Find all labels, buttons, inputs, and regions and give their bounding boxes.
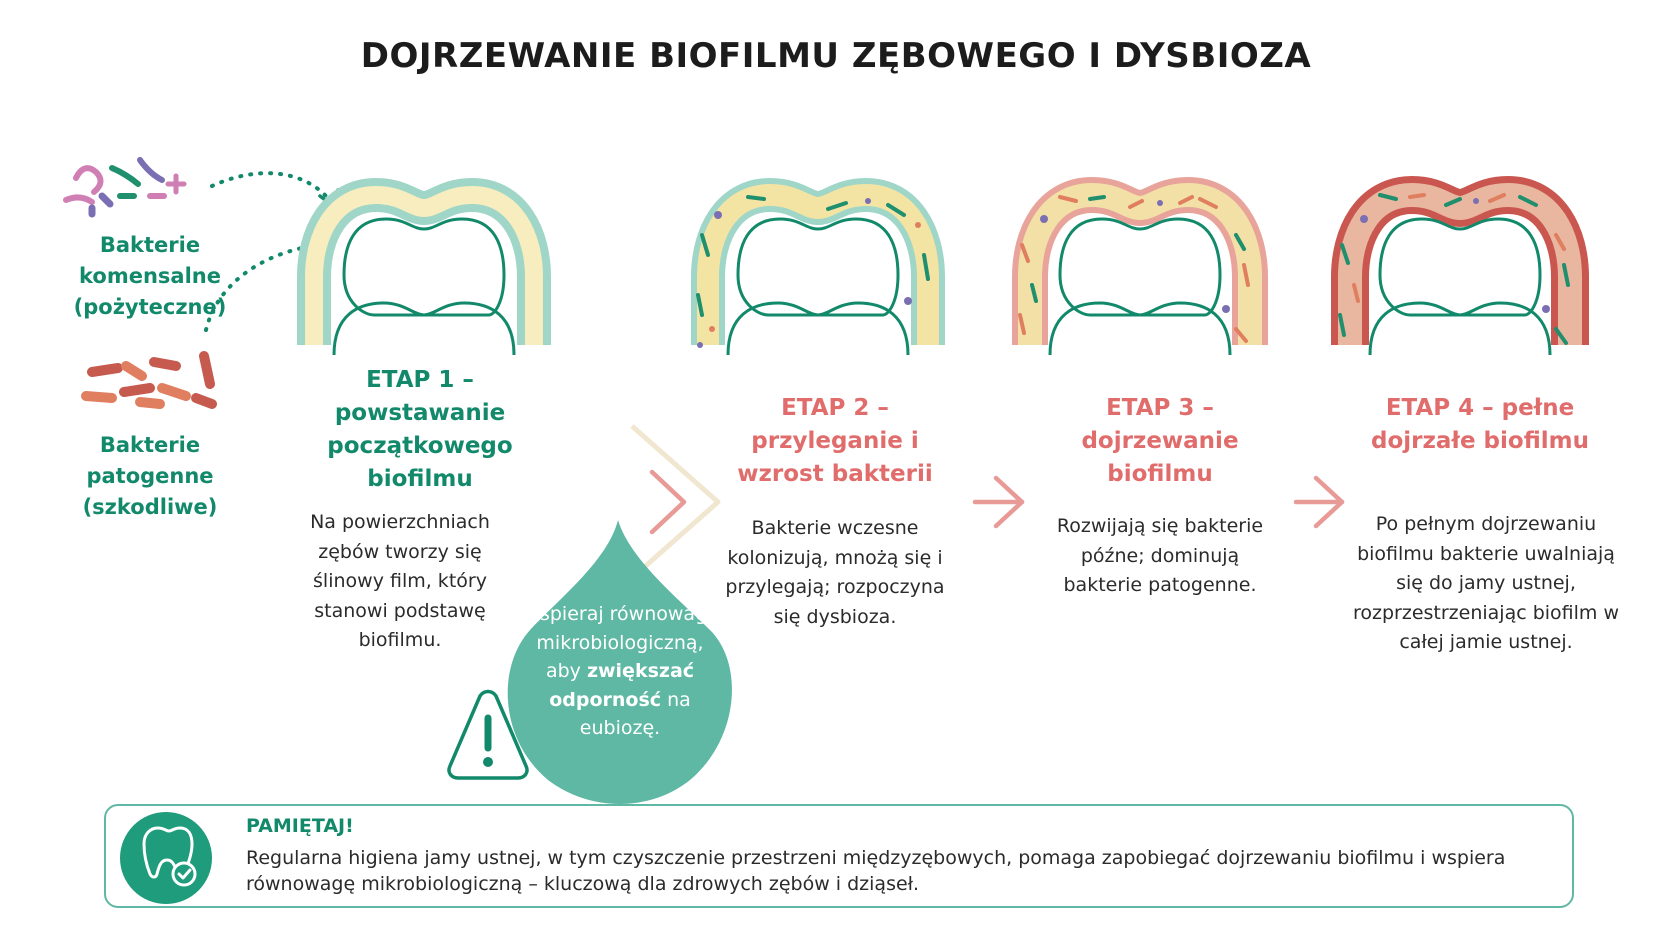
big-transition-arrow-icon xyxy=(548,424,721,580)
remember-icon-circle xyxy=(120,812,212,904)
callout-text-start: Wspieraj równowagę mikrobiologiczną, aby xyxy=(521,603,719,682)
stage1-description: Na powierzchniach zębów tworzy się ślino… xyxy=(310,511,490,651)
stage3-title: ETAP 3 – dojrzewanie biofilmu xyxy=(1081,395,1239,487)
warning-icon xyxy=(447,689,529,780)
callout-text-bold: zwiększać odporność xyxy=(549,660,695,711)
tooth-stage2-icon xyxy=(697,195,928,355)
remember-text: Regularna higiena jamy ustnej, w tym czy… xyxy=(246,847,1506,895)
pathogenic-bacteria-label: Bakterie patogenne (szkodliwe) xyxy=(82,433,218,519)
callout-droplet xyxy=(507,520,732,804)
arrow-stage2-to-3-icon xyxy=(972,475,1025,529)
remember-box xyxy=(104,804,1574,908)
stage4-title: ETAP 4 – pełne dojrzałe biofilmu xyxy=(1371,395,1589,454)
tooth-stage1-icon xyxy=(314,195,534,355)
stage1-title: ETAP 1 – powstawanie początkowego biofil… xyxy=(327,367,513,492)
tooth-stage3-icon xyxy=(1020,195,1250,355)
callout-text-end: na eubiozę. xyxy=(579,688,691,740)
callout-text: Wspieraj równowagę mikrobiologiczną, aby… xyxy=(520,600,720,743)
stage3-description: Rozwijają się bakterie późne; dominują b… xyxy=(1056,515,1264,596)
stage2-description: Bakterie wczesne kolonizują, mnożą się i… xyxy=(725,517,945,628)
pathogenic-bacteria-icon xyxy=(81,351,217,409)
page-title: DOJRZEWANIE BIOFILMU ZĘBOWEGO I DYSBIOZA xyxy=(360,36,1312,76)
commensal-bacteria-label: Bakterie komensalne (pożyteczne) xyxy=(73,233,227,319)
stage4-description: Po pełnym dojrzewaniu biofilmu bakterie … xyxy=(1352,513,1620,653)
remember-tooth-icon xyxy=(142,826,197,887)
tooth-stage4-icon xyxy=(1340,195,1570,355)
stage2-title: ETAP 2 – przyleganie i wzrost bakterii xyxy=(737,395,933,487)
remember-title: PAMIĘTAJ! xyxy=(246,815,354,837)
arrow-stage3-to-4-icon xyxy=(1293,475,1345,529)
commensal-bacteria-icon xyxy=(63,157,187,218)
